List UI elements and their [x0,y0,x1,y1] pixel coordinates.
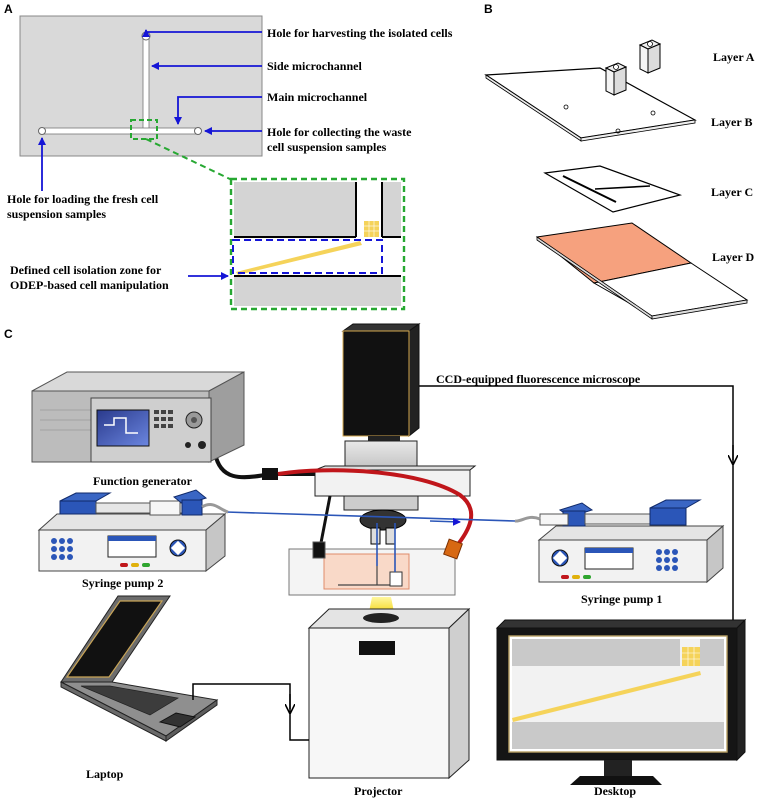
label-loading-hole-line1: Hole for loading the fresh cell [7,192,159,206]
label-harvest-hole: Hole for harvesting the isolated cells [267,26,453,40]
label-syringe-pump-2: Syringe pump 2 [82,576,163,590]
light-bar [236,241,362,275]
harvest-light-square [364,221,379,237]
panel-label-b: B [484,2,493,16]
layer-a-port-2 [638,39,662,74]
inset-upper-right-block [382,182,401,237]
layer-c-sheet [543,165,683,213]
label-waste-hole-line1: Hole for collecting the waste [267,125,412,139]
panel-c: CCD-equipped fluorescence microscope Fun… [31,323,747,798]
harvest-hole [141,31,151,41]
syringe-pump-1 [514,499,725,584]
syringe-pump-2 [37,489,229,573]
label-desktop: Desktop [594,784,636,798]
loading-hole [38,127,46,135]
desktop-light-bar [512,671,701,722]
main-microchannel [41,127,199,135]
function-generator [31,371,245,463]
panel-b: Layer A Layer B Layer C Layer D [484,39,755,320]
label-laptop: Laptop [86,767,124,781]
inset-upper-left-block [234,182,356,237]
panel-label-a: A [4,2,13,16]
arrow-main-channel [174,96,262,125]
side-microchannel [142,35,150,131]
laptop [60,595,219,742]
label-layer-c: Layer C [711,185,753,199]
desktop-monitor [495,618,747,785]
panel-a: Hole for harvesting the isolated cells S… [7,15,453,311]
zoom-guide-line [145,138,233,181]
label-function-generator: Function generator [93,474,193,488]
laptop-projector-wire [192,683,309,741]
layer-c-side-channel [594,185,651,190]
ccd-camera [341,323,421,444]
label-main-microchannel: Main microchannel [267,90,368,104]
label-syringe-pump-1: Syringe pump 1 [581,592,662,606]
label-side-microchannel: Side microchannel [267,59,362,73]
label-zone-line1: Defined cell isolation zone for [10,263,162,277]
layer-c-main-channel [562,175,617,203]
red-cable [277,468,474,550]
label-microscope: CCD-equipped fluorescence microscope [436,372,641,386]
harvest-square-grid [364,221,379,237]
label-loading-hole-line2: suspension samples [7,207,106,221]
laptop-keyboard [80,685,179,716]
inset-lower-block [234,276,401,306]
label-layer-d: Layer D [712,250,754,264]
black-cable-b [318,495,332,549]
chip-substrate [19,15,263,157]
projector [307,607,471,780]
label-layer-b: Layer B [711,115,752,129]
label-layer-a: Layer A [713,50,755,64]
label-projector: Projector [354,784,403,798]
layer-a-port-1 [604,62,628,96]
desktop-light-grid [682,647,700,666]
microscope-desktop-wire [415,385,734,625]
waste-hole [194,127,202,135]
label-zone-line2: ODEP-based cell manipulation [10,278,169,292]
cell-isolation-zone [232,239,383,274]
panel-label-c: C [4,327,13,341]
tubing-main [225,511,516,522]
label-waste-hole-line2: cell suspension samples [267,140,387,154]
junction-highlight-box [130,119,158,140]
